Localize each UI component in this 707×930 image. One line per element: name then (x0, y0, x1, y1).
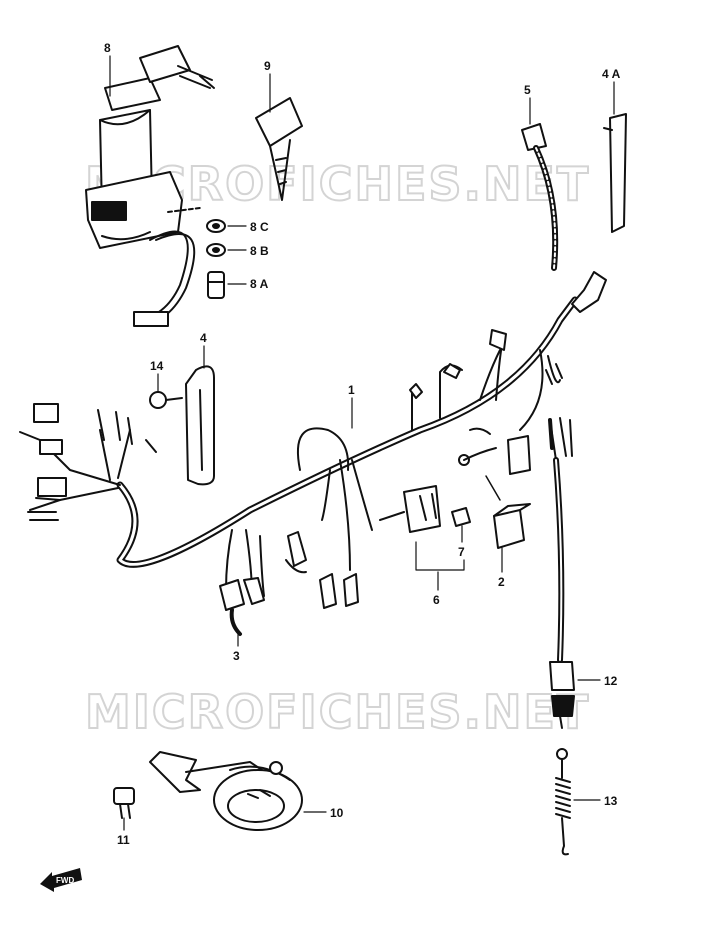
clamp-4a-part (603, 113, 627, 233)
resistor-cap-part (485, 475, 531, 549)
callout-8c: 8 C (250, 220, 269, 234)
callout-1: 1 (348, 383, 355, 397)
callout-4a: 4 A (602, 67, 621, 81)
callout-8: 8 (104, 41, 111, 55)
callout-7: 7 (458, 545, 465, 559)
callout-10: 10 (330, 806, 344, 820)
callout-14: 14 (150, 359, 164, 373)
bolt-11-part (113, 787, 135, 819)
bracket-4-part (185, 365, 215, 486)
leader-lines (109, 55, 615, 831)
fuse-part (451, 507, 471, 527)
callout-9: 9 (264, 59, 271, 73)
callout-8b: 8 B (250, 244, 269, 258)
callout-4: 4 (200, 331, 207, 345)
callout-12: 12 (604, 674, 618, 688)
callout-2: 2 (498, 575, 505, 589)
key-part (255, 97, 303, 201)
wiring-harness-part (19, 271, 607, 571)
washer-8b-part (206, 243, 226, 257)
watermark-bottom: MICROFICHES.NET (85, 685, 590, 739)
bolt-14-part (149, 391, 183, 409)
neutral-switch-part (549, 457, 575, 729)
callout-13: 13 (604, 794, 618, 808)
callout-11: 11 (117, 833, 130, 847)
callout-5: 5 (524, 83, 531, 97)
screw-8a-part (207, 271, 225, 299)
forward-label: FWD (56, 876, 74, 885)
callout-8a: 8 A (250, 277, 269, 291)
spring-part (555, 748, 571, 856)
strap-clamp-part (521, 123, 559, 271)
washer-8c-part (206, 219, 226, 233)
horn-part (149, 751, 303, 831)
ignition-switch-part (85, 45, 215, 327)
callout-3: 3 (233, 649, 240, 663)
relay-connector-part (379, 485, 441, 533)
forward-arrow-icon: FWD (40, 868, 82, 892)
switch-3-part (219, 529, 359, 636)
callout-6: 6 (433, 593, 440, 607)
